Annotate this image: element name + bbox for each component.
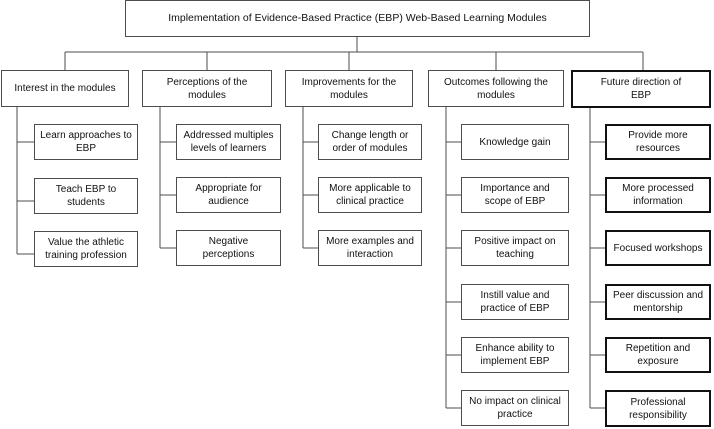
item-instill-value: Instill value and practice of EBP <box>461 284 569 320</box>
item-no-impact: No impact on clinical practice <box>461 390 569 426</box>
root-title-box: Implementation of Evidence-Based Practic… <box>125 0 590 37</box>
item-learn-approaches: Learn approaches to EBP <box>34 124 138 160</box>
item-value-athletic-training: Value the athletic training profession <box>34 231 138 267</box>
item-knowledge-gain: Knowledge gain <box>461 124 569 160</box>
item-positive-impact: Positive impact on teaching <box>461 230 569 266</box>
item-enhance-ability: Enhance ability to implement EBP <box>461 337 569 373</box>
item-change-length: Change length or order of modules <box>318 124 422 160</box>
category-perceptions-box: Perceptions of the modules <box>142 70 272 107</box>
item-repetition-exposure: Repetition and exposure <box>605 337 711 373</box>
category-outcomes-box: Outcomes following the modules <box>428 70 564 107</box>
item-negative-perceptions: Negative perceptions <box>176 230 281 266</box>
item-processed-information: More processed information <box>605 177 711 213</box>
item-professional-responsibility: Professional responsibility <box>605 390 711 427</box>
item-addressed-levels: Addressed multiples levels of learners <box>176 124 281 160</box>
item-importance-scope: Importance and scope of EBP <box>461 177 569 213</box>
item-teach-ebp: Teach EBP to students <box>34 178 138 214</box>
item-peer-discussion: Peer discussion and mentorship <box>605 284 711 320</box>
item-more-examples: More examples and interaction <box>318 230 422 266</box>
item-focused-workshops: Focused workshops <box>605 230 711 266</box>
category-future-direction-box: Future direction of EBP <box>571 70 711 108</box>
category-improvements-box: Improvements for the modules <box>285 70 413 107</box>
item-appropriate-audience: Appropriate for audience <box>176 177 281 213</box>
item-provide-resources: Provide more resources <box>605 124 711 160</box>
category-interest-box: Interest in the modules <box>1 70 129 107</box>
item-more-applicable: More applicable to clinical practice <box>318 177 422 213</box>
